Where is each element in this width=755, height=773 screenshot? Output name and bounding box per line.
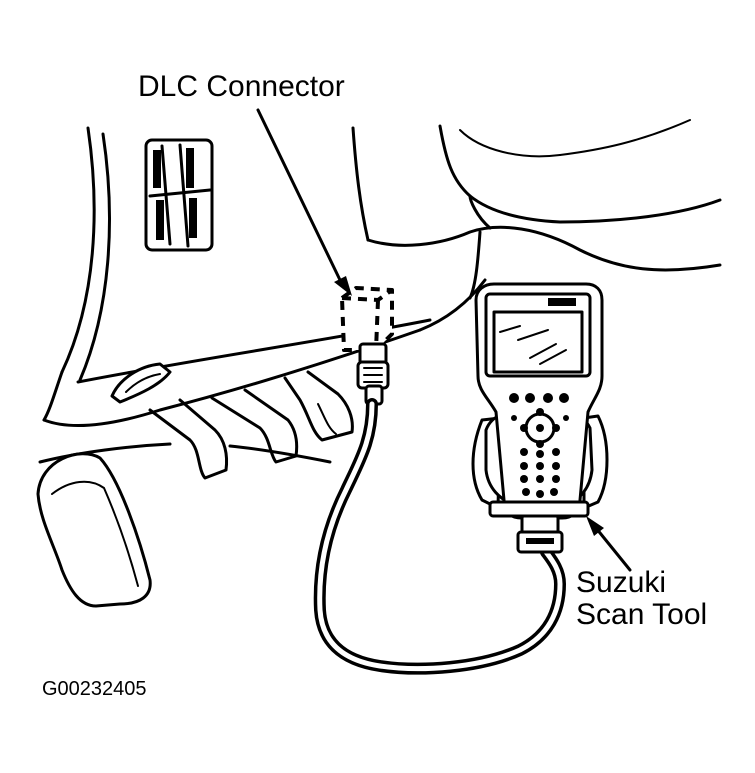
dlc-plug bbox=[356, 342, 390, 406]
pedals bbox=[148, 370, 354, 480]
scan-cable bbox=[313, 398, 567, 675]
scan-tool-label-line2: Scan Tool bbox=[576, 598, 708, 632]
floor-panel bbox=[36, 442, 332, 608]
dashboard-panel bbox=[42, 119, 722, 427]
dlc-connector-label: DLC Connector bbox=[138, 70, 345, 103]
scan-tool-leader-arrow bbox=[586, 516, 632, 572]
hood-release-lever bbox=[110, 362, 172, 404]
dlc-leader-arrow bbox=[256, 108, 352, 296]
scan-tool-label: Suzuki Scan Tool bbox=[576, 566, 708, 632]
scan-tool bbox=[471, 282, 609, 554]
dashboard-vent bbox=[144, 138, 214, 252]
scan-tool-keypad bbox=[520, 448, 560, 498]
dlc-connector bbox=[340, 286, 394, 352]
figure-code: G00232405 bbox=[42, 678, 147, 700]
scan-tool-label-line1: Suzuki bbox=[576, 566, 667, 599]
